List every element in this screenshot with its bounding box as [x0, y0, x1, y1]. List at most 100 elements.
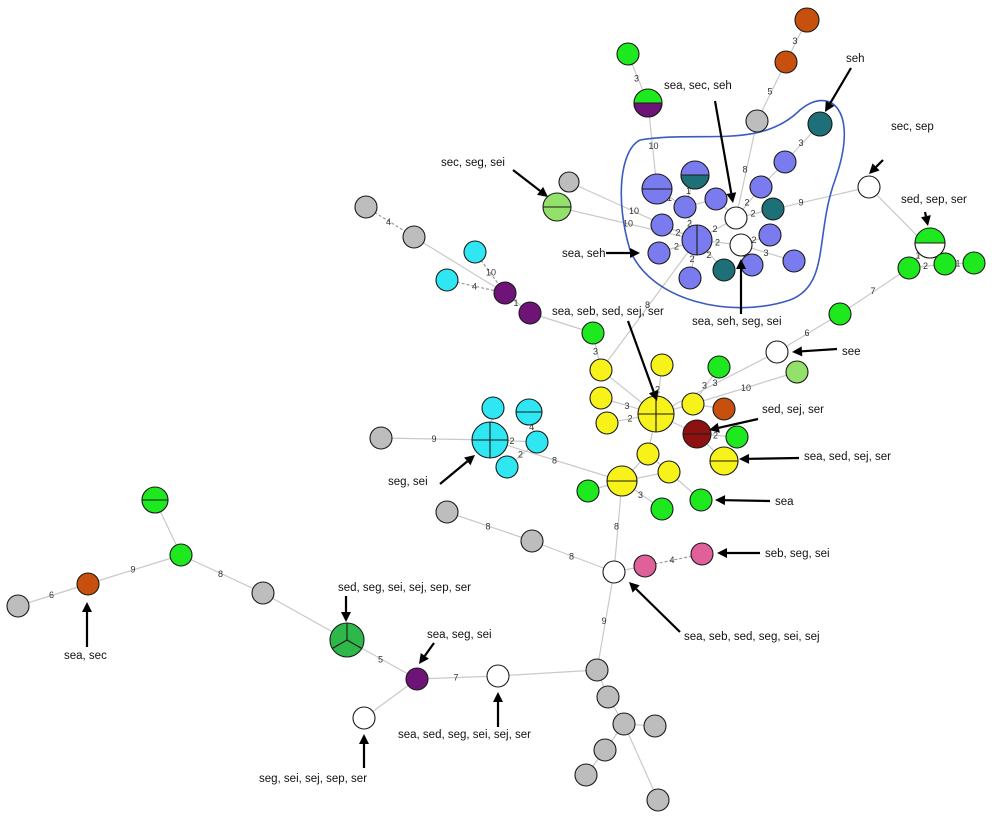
node-orange — [76, 572, 100, 596]
edge-label: 8 — [552, 456, 557, 466]
edge-n65-n66 — [531, 540, 615, 573]
edge-n32-n44 — [655, 351, 778, 415]
node-green — [725, 425, 749, 449]
node-gray — [612, 712, 636, 736]
node-gray — [520, 529, 544, 553]
callout-arrow — [825, 67, 852, 112]
node-darkgreen — [329, 622, 365, 658]
node-gray — [354, 195, 378, 219]
callout-arrow — [512, 169, 548, 197]
edge-n71-n72 — [17, 583, 89, 607]
edge-label: 3 — [799, 138, 804, 148]
node-cyan — [515, 398, 543, 426]
node-white — [729, 233, 753, 257]
node-blue — [749, 175, 773, 199]
edge-label: 2 — [655, 385, 660, 395]
edge-label: 9 — [602, 616, 607, 626]
edge-label: 7 — [871, 286, 876, 296]
edge-n10-n26 — [735, 186, 870, 219]
node-green — [897, 256, 921, 280]
node-maroon — [682, 419, 712, 449]
node-cyan — [525, 430, 549, 454]
node-cyan — [463, 240, 487, 264]
node-orange — [712, 397, 736, 421]
edge-n70-n73 — [180, 554, 264, 594]
node-gray — [646, 788, 670, 812]
callout-arrow — [739, 453, 800, 464]
callout-arrow — [439, 455, 475, 485]
edge-label: 8 — [645, 300, 650, 310]
edge-label: 8 — [486, 522, 491, 532]
edge-label: 4 — [529, 422, 534, 432]
edge-label: 2 — [628, 414, 633, 424]
edge-label: 9 — [799, 198, 804, 208]
node-white — [352, 706, 376, 730]
node-gray — [6, 594, 30, 618]
callout-seg-sei-sej-sep-ser: seg, sei, sej, sep, ser — [259, 773, 367, 785]
edge-label: 2 — [713, 224, 718, 234]
edge-label: 3 — [625, 401, 630, 411]
edge-label: 5 — [378, 655, 383, 665]
node-green — [169, 543, 193, 567]
edge-n33-n46 — [692, 371, 798, 405]
callout-sea-sec-seh: sea, sec, seh — [664, 80, 732, 92]
edge-label: 2 — [707, 250, 712, 260]
callout-arrow — [736, 259, 746, 314]
node-gray — [643, 714, 667, 738]
node-blue — [740, 253, 764, 277]
callout-arrow — [713, 100, 737, 203]
edge-label: 8 — [569, 552, 574, 562]
node-blue — [673, 195, 697, 219]
node-yellow — [681, 392, 705, 416]
edge-label: 9 — [131, 565, 136, 575]
callout-arrow — [792, 346, 838, 357]
node-green — [650, 497, 674, 521]
node-yellow — [589, 386, 613, 410]
node-pink — [633, 554, 657, 578]
edge-n24-n16 — [568, 181, 698, 241]
node-yellow — [657, 460, 681, 484]
edge-label: 2 — [687, 219, 692, 229]
edge-label: 3 — [593, 347, 598, 357]
node-white — [486, 664, 510, 688]
node-blue — [758, 223, 782, 247]
edge-label: 3 — [713, 378, 718, 388]
node-blue — [650, 213, 674, 237]
edge-label: 2 — [676, 228, 681, 238]
node-purple — [518, 301, 542, 325]
callout-sea: sea — [775, 496, 794, 508]
edge-label: 6 — [49, 590, 54, 600]
node-green — [828, 302, 852, 326]
node-green — [633, 88, 663, 118]
edge-label: 10 — [623, 219, 633, 229]
callout-arrow — [709, 417, 759, 433]
node-pink — [690, 542, 714, 566]
callout-sed-seg-sei-sej-sep-ser: sed, seg, sei, sej, sep, ser — [338, 582, 471, 594]
callout-sea-seh: sea, seh — [562, 248, 605, 260]
edge-n31-n32 — [776, 313, 841, 353]
callout-see: see — [842, 346, 861, 358]
node-blue — [641, 173, 673, 205]
node-purple — [405, 667, 429, 691]
node-green — [616, 42, 640, 66]
node-green — [914, 227, 946, 259]
callout-sea-sed-seg-sei-sej-ser: sea, sed, seg, sei, sej, ser — [398, 729, 531, 741]
node-gray — [593, 738, 617, 762]
edge-n3-n10 — [735, 120, 758, 219]
edge-label: 4 — [670, 555, 675, 565]
callout-arrow — [629, 582, 681, 633]
callout-seg-sei: seg, sei — [388, 476, 428, 488]
edge-label: 5 — [768, 87, 773, 97]
callout-arrow — [626, 320, 659, 401]
node-yellow — [637, 395, 675, 433]
edge-label: 2 — [674, 242, 679, 252]
edge-label: 2 — [690, 254, 695, 264]
edge-label: 10 — [649, 141, 659, 151]
node-lightgreen — [542, 192, 572, 222]
node-gray — [251, 581, 275, 605]
callout-arrow — [82, 602, 92, 647]
node-green — [689, 488, 713, 512]
node-blue — [782, 249, 806, 273]
node-green — [933, 252, 957, 276]
